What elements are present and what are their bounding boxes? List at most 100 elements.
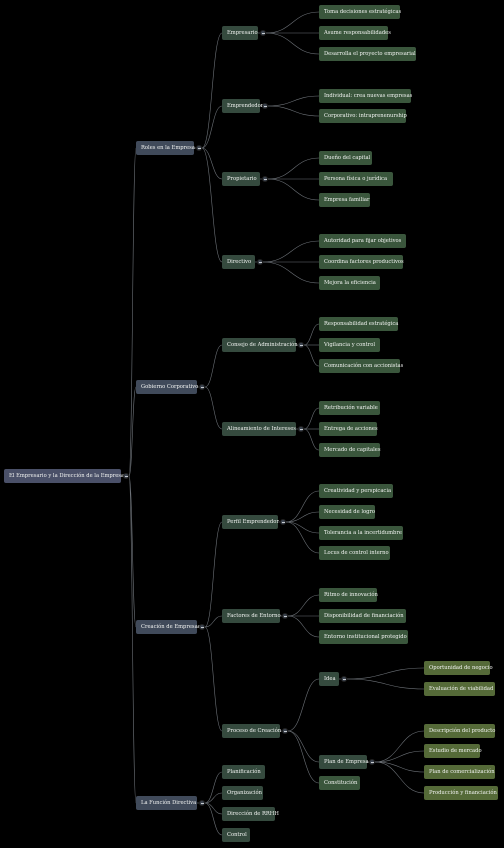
collapse-toggle-icon[interactable] (257, 259, 263, 265)
collapse-toggle-icon[interactable] (341, 676, 347, 682)
collapse-toggle-icon[interactable] (282, 613, 288, 619)
node-toma-decisiones-estrategicas[interactable]: Toma decisiones estratégicas (319, 5, 401, 19)
collapse-toggle-icon[interactable] (260, 30, 266, 36)
node-planificacion[interactable]: Planificación (222, 765, 265, 779)
node-evaluacion-de-viabilidad[interactable]: Evaluación de viabilidad (424, 682, 495, 696)
connector-curve (346, 667, 425, 680)
collapse-toggle-icon[interactable] (298, 426, 304, 432)
connector-curve (285, 511, 320, 523)
node-desarrolla-el-proyecto-empresarial[interactable]: Desarrolla el proyecto empresarial (319, 47, 416, 61)
node-estudio-de-mercado[interactable]: Estudio de mercado (424, 744, 482, 758)
connector-curve (262, 240, 320, 263)
node-necesidad-de-logro[interactable]: Necesidad de logro (319, 505, 375, 519)
node-responsabilidad-estrategica[interactable]: Responsabilidad estratégica (319, 317, 398, 331)
connector-curve (204, 771, 223, 804)
collapse-toggle-icon[interactable] (196, 145, 202, 151)
connector-curve (303, 344, 320, 367)
node-corporativo-intraprenenurship[interactable]: Corporativo: intraprenenurship (319, 109, 407, 123)
node-tolerancia-a-la-incertidumbre[interactable]: Tolerancia a la incertidumbre (319, 526, 403, 540)
connector-curve (201, 147, 223, 180)
collapse-toggle-icon[interactable] (280, 519, 286, 525)
node-dueno-del-capital[interactable]: Dueño del capital (319, 151, 372, 165)
node-retribucion-variable[interactable]: Retribución variable (319, 401, 380, 415)
node-idea[interactable]: Idea (319, 672, 339, 686)
connector-curve (287, 678, 320, 732)
node-gobierno-corporativo[interactable]: Gobierno Corporativo (136, 380, 198, 394)
connector-curve (303, 323, 320, 346)
connector-curve (287, 615, 320, 638)
node-autoridad-para-fijar-objetivos[interactable]: Autoridad para fijar objetivos (319, 234, 406, 248)
node-organizacion[interactable]: Organización (222, 786, 263, 800)
node-directivo[interactable]: Directivo (222, 255, 255, 269)
node-factores-de-entorno[interactable]: Factores de Entorno (222, 609, 281, 623)
connector-curve (201, 147, 223, 263)
connector-curve (265, 11, 320, 34)
node-alineamiento-de-intereses[interactable]: Alineamiento de Intereses (222, 422, 296, 436)
node-consejo-de-administracion[interactable]: Consejo de Administración (222, 338, 298, 352)
connector-curve (128, 475, 137, 804)
node-descripcion-del-producto[interactable]: Descripción del producto (424, 724, 495, 738)
node-constitucion[interactable]: Constitución (319, 776, 360, 790)
node-propietario[interactable]: Propietario (222, 172, 260, 186)
collapse-toggle-icon[interactable] (282, 728, 288, 734)
connector-curve (204, 344, 223, 388)
node-entrega-de-acciones[interactable]: Entrega de acciones (319, 422, 378, 436)
connector-curve (204, 626, 223, 732)
collapse-toggle-icon[interactable] (262, 176, 268, 182)
connector-curve (267, 95, 320, 107)
connector-curve (204, 792, 223, 804)
node-ritmo-de-innovacion[interactable]: Ritmo de innovación (319, 588, 378, 602)
node-oportunidad-de-negocio[interactable]: Oportunidad de negocio (424, 661, 493, 675)
collapse-toggle-icon[interactable] (123, 473, 129, 479)
node-perfil-emprendedor[interactable]: Perfil Emprendedor (222, 515, 279, 529)
connector-curve (204, 386, 223, 430)
node-disponibilidad-de-financiacion[interactable]: Disponibilidad de financiación (319, 609, 406, 623)
connector-curve (128, 475, 137, 628)
connector-curve (287, 594, 320, 617)
collapse-toggle-icon[interactable] (199, 800, 205, 806)
node-proceso-de-creacion[interactable]: Proceso de Creación (222, 724, 281, 738)
node-creacion-de-empresas[interactable]: Creación de Empresas (136, 620, 200, 634)
connector-curve (204, 615, 223, 628)
node-individual-crea-nuevas-empresas[interactable]: Individual: crea nuevas empresas (319, 89, 412, 103)
node-plan-de-empresa[interactable]: Plan de Empresa (319, 755, 369, 769)
node-direccion-de-rrhh[interactable]: Dirección de RRHH (222, 807, 279, 821)
node-creatividad-y-perspicacia[interactable]: Creatividad y perspicacia (319, 484, 393, 498)
collapse-toggle-icon[interactable] (369, 759, 375, 765)
node-vigilancia-y-control[interactable]: Vigilancia y control (319, 338, 380, 352)
connector-curve (346, 678, 425, 690)
node-mercado-de-capitales[interactable]: Mercado de capitales (319, 443, 381, 457)
node-locus-de-control-interno[interactable]: Locus de control interno (319, 546, 390, 560)
collapse-toggle-icon[interactable] (199, 624, 205, 630)
connector-curve (267, 157, 320, 180)
connector-curve (201, 105, 223, 149)
node-plan-de-comercializacion[interactable]: Plan de comercialización (424, 765, 495, 779)
connector-curve (204, 802, 223, 836)
node-asume-responsabilidades[interactable]: Asume responsabilidades (319, 26, 391, 40)
node-produccion-y-financiacion[interactable]: Producción y financiación (424, 786, 498, 800)
node-mejora-la-eficiencia[interactable]: Mejora la eficiencia (319, 276, 380, 290)
collapse-toggle-icon[interactable] (298, 342, 304, 348)
node-empresa-familiar[interactable]: Empresa familiar (319, 193, 370, 207)
node-emprendedor[interactable]: Emprendedor (222, 99, 263, 113)
node-el-empresario-y-la-direccion-de-la-empresa[interactable]: El Empresario y la Dirección de la Empre… (4, 469, 124, 483)
node-la-funcion-directiva[interactable]: La Función Directiva (136, 796, 197, 810)
connector-curve (204, 521, 223, 628)
node-roles-en-la-empresa[interactable]: Roles en la Empresa (136, 141, 195, 155)
node-empresario[interactable]: Empresario (222, 26, 258, 40)
node-entorno-institucional-protegido[interactable]: Entorno institucional protegido (319, 630, 408, 644)
collapse-toggle-icon[interactable] (262, 103, 268, 109)
node-control[interactable]: Control (222, 828, 250, 842)
connector-curve (285, 521, 320, 534)
connector-curve (128, 147, 137, 477)
connector-curve (374, 761, 425, 794)
connector-curve (285, 521, 320, 554)
node-coordina-factores-productivos[interactable]: Coordina factores productivos (319, 255, 404, 269)
connector-curve (303, 407, 320, 430)
collapse-toggle-icon[interactable] (199, 384, 205, 390)
connector-curve (267, 105, 320, 117)
node-persona-fisica-o-juridica[interactable]: Persona física o jurídica (319, 172, 393, 186)
node-comunicacion-con-accionistas[interactable]: Comunicación con accionistas (319, 359, 403, 373)
connector-curve (374, 761, 425, 773)
